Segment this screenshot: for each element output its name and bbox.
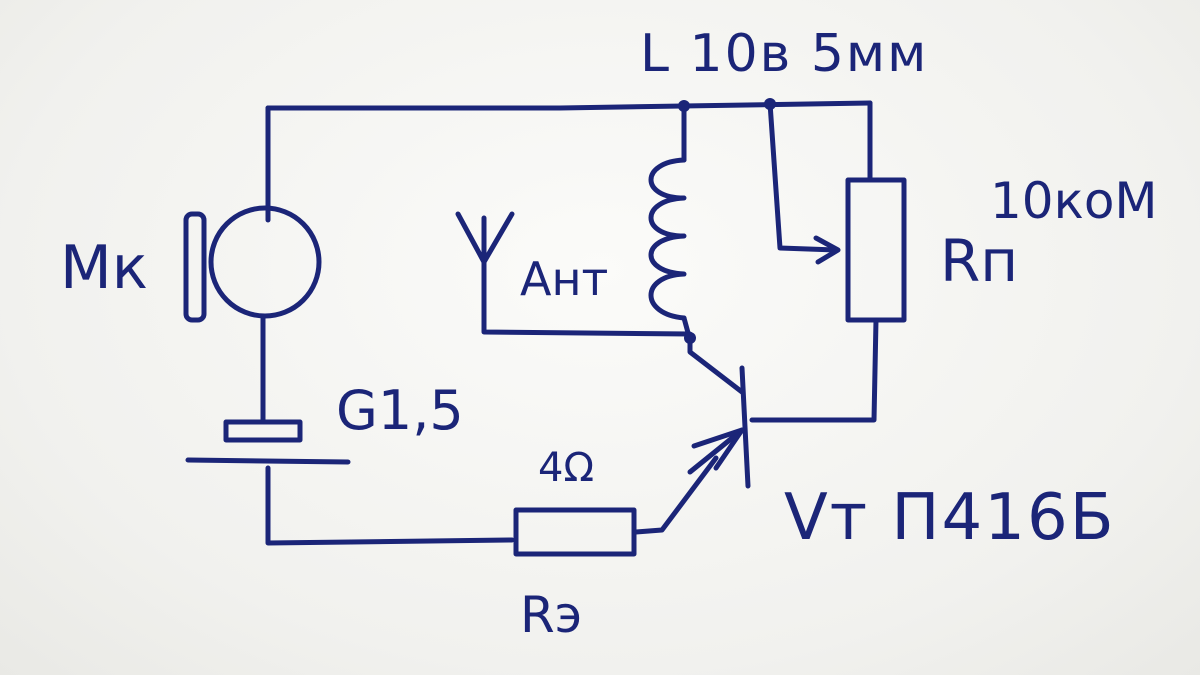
bottom-rail-wire [265, 465, 515, 546]
antenna-lead-wire [481, 215, 693, 337]
top-rail-wire [265, 100, 873, 111]
potentiometer-wiper-arrow [813, 235, 841, 265]
transistor-base-bar [739, 365, 751, 489]
emitter-resistor-symbol [513, 507, 637, 557]
junction-dot-collector [684, 332, 696, 344]
potentiometer-value-label: 10коМ [990, 172, 1158, 230]
potentiometer-symbol [749, 100, 907, 423]
transistor-collector-lead [687, 337, 745, 395]
coil-windings [648, 157, 687, 321]
resistor-value-label: 4Ω [538, 445, 595, 491]
antenna-symbol [455, 211, 693, 337]
battery-label: G1,5 [336, 379, 464, 442]
potentiometer-label: Rп [940, 227, 1019, 295]
emitter-resistor-body [513, 507, 637, 557]
transistor-emitter-lead [687, 427, 745, 475]
microphone-label: Мк [60, 233, 149, 303]
battery-negative-plate [185, 457, 351, 465]
microphone-diaphragm [183, 211, 207, 323]
battery-positive-plate [223, 419, 303, 443]
antenna-label: Ант [520, 252, 609, 306]
resistor-to-emitter-wire [633, 455, 719, 535]
transistor-symbol [687, 337, 751, 489]
junction-dot-wiper [764, 98, 776, 110]
transistor-label: Vт П416Б [784, 481, 1116, 555]
junction-dot-coil [678, 100, 690, 112]
potentiometer-body [845, 177, 907, 323]
potentiometer-to-base-wire [749, 317, 879, 423]
resistor-label: Rэ [520, 586, 583, 644]
coil-label: L 10в 5мм [640, 24, 929, 84]
battery-symbol [185, 419, 351, 465]
microphone-symbol [183, 205, 322, 323]
potentiometer-wiper-wire [767, 100, 839, 253]
microphone-circle [208, 205, 322, 319]
transistor-emitter-arrow [691, 427, 745, 471]
coil-inductor-symbol [648, 105, 693, 343]
